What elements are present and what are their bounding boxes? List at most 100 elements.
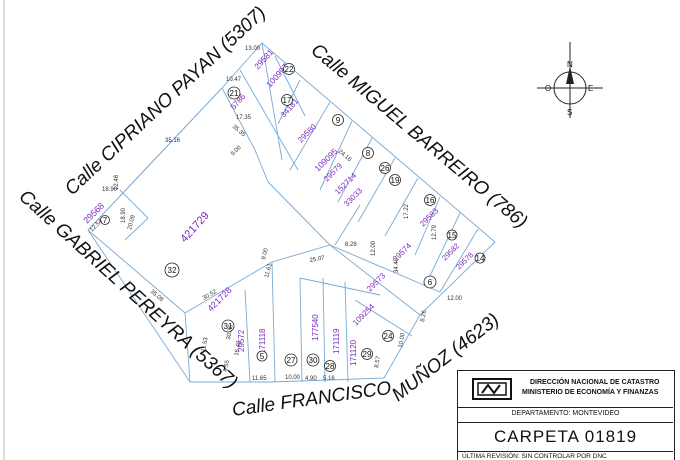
parcel-marker (164, 262, 180, 278)
compass-n: N (567, 60, 573, 69)
block-boundaries (87, 42, 496, 383)
parcel-marker (332, 114, 344, 126)
dimension-label: 24.16 (337, 149, 353, 164)
departamento-label: DEPARTAMENTO: MONTEVIDEO (511, 410, 620, 417)
dimension-label: 8.28 (345, 242, 357, 248)
lot-number: 421728 (205, 285, 233, 313)
parcel-number: 32 (168, 266, 177, 275)
dimension-label: 12.00 (371, 240, 377, 256)
carpeta-number: CARPETA 01819 (493, 427, 638, 446)
parcel-marker (389, 174, 401, 186)
parcel-marker (382, 330, 394, 342)
compass-e: E (588, 84, 593, 93)
parcel-marker (284, 353, 298, 367)
dimension-label: 9.00 (261, 247, 270, 260)
parcel-number: 29 (363, 350, 372, 359)
parcel-marker (423, 275, 437, 289)
parcel-marker (281, 94, 293, 106)
parcel-marker (362, 147, 374, 159)
dimension-label: 8.26 (420, 309, 428, 322)
dimension-label: 12.79 (432, 224, 438, 240)
parcel-number: 8 (366, 149, 371, 158)
lot-number: 29572 (237, 329, 246, 352)
compass-s: S (567, 108, 572, 117)
parcel-marker (474, 252, 486, 264)
parcel-marker (100, 215, 110, 225)
street-miguel-barreiro: Calle MIGUEL BARREIRO (786) (307, 40, 531, 233)
dimension-label: 20.09 (127, 214, 137, 231)
parcel-marker (361, 348, 373, 360)
parcel-marker (324, 360, 336, 372)
dimension-label: 6.55 (223, 359, 231, 372)
parcel-marker (379, 162, 391, 174)
dimension-label: 17.22 (404, 203, 410, 219)
parcel-number: 24 (384, 332, 393, 341)
parcel-number: 17 (283, 96, 292, 105)
north-compass-icon: N S E O (537, 42, 603, 118)
parcel-number: 22 (285, 65, 294, 74)
parcel-marker (221, 319, 235, 333)
dimension-label: 25.07 (309, 255, 325, 264)
dimension-label: 18.90 (121, 207, 127, 223)
parcel-number: 30 (309, 356, 318, 365)
dimension-label: 34.40 (394, 257, 400, 273)
dimension-label: 30.76 (226, 324, 235, 340)
lot-number: 171119 (332, 328, 341, 354)
dimension-label: 18.90 (102, 187, 118, 193)
parcel-number: 6 (428, 278, 433, 287)
revision-note: ÚLTIMA REVISIÓN: SIN CONTROLAR POR DNC (462, 453, 607, 460)
parcel-marker (306, 353, 320, 367)
parcel-number: 15 (448, 231, 457, 240)
parcel-number: 14 (476, 254, 485, 263)
dimension-label: 11.61 (264, 262, 274, 278)
parcel-marker (424, 194, 436, 206)
agency-name: DIRECCIÓN NACIONAL DE CATASTRO (530, 379, 660, 386)
dimension-label: 13.00 (245, 46, 261, 52)
compass-o: O (545, 84, 551, 93)
dimension-label: 35.16 (165, 138, 181, 144)
parcel-number: 27 (287, 356, 296, 365)
parcel-number: 19 (391, 176, 400, 185)
parcel-number: 31 (224, 322, 233, 331)
lot-number: 29573 (365, 271, 387, 293)
dimension-label: 12.00 (447, 296, 463, 302)
parcel-number: 21 (230, 89, 239, 98)
title-block-header: DIRECCIÓN NACIONAL DE CATASTRO MINISTERI… (458, 371, 673, 408)
dimension-label: 16.40 (234, 340, 243, 356)
ministry-name: MINISTERIO DE ECONOMÍA Y FINANZAS (522, 389, 659, 396)
parcel-number: 26 (381, 164, 390, 173)
dimension-label: 35.35 (231, 124, 247, 139)
catastro-logo-icon (472, 378, 512, 400)
dimension-label: 10.00 (285, 375, 301, 381)
street-francisco: Calle FRANCISCO (231, 378, 393, 421)
parcel-number: 7 (103, 216, 108, 225)
lot-number: 29578 (454, 250, 475, 271)
dimension-label: 9.00 (230, 144, 243, 157)
dimension-label: 8.57 (374, 355, 382, 368)
parcel-marker (283, 63, 295, 75)
lot-number: 171120 (349, 339, 358, 366)
title-block: DIRECCIÓN NACIONAL DE CATASTRO MINISTERI… (457, 370, 675, 460)
lot-number: 421729 (178, 210, 211, 245)
dimension-label: 12.48 (114, 174, 120, 190)
dimension-label: 11.53 (201, 336, 210, 352)
parcel-marker (446, 229, 458, 241)
parcel-number: 5 (260, 352, 265, 361)
dimension-label: 10.47 (226, 77, 242, 83)
lot-number: 29582 (440, 241, 461, 262)
lot-number: 177540 (311, 314, 320, 341)
dimension-label: 4.90 (305, 376, 317, 382)
parcel-number: 9 (336, 116, 341, 125)
parcel-marker (256, 350, 268, 362)
dimension-label: 17.35 (236, 115, 252, 121)
parcel-number: 16 (426, 196, 435, 205)
lot-number: 171118 (258, 328, 267, 354)
parcel-number: 28 (326, 362, 335, 371)
parcel-marker (227, 86, 241, 100)
dimension-label: 11.65 (252, 376, 267, 382)
dimension-label: 10.00 (398, 332, 407, 348)
